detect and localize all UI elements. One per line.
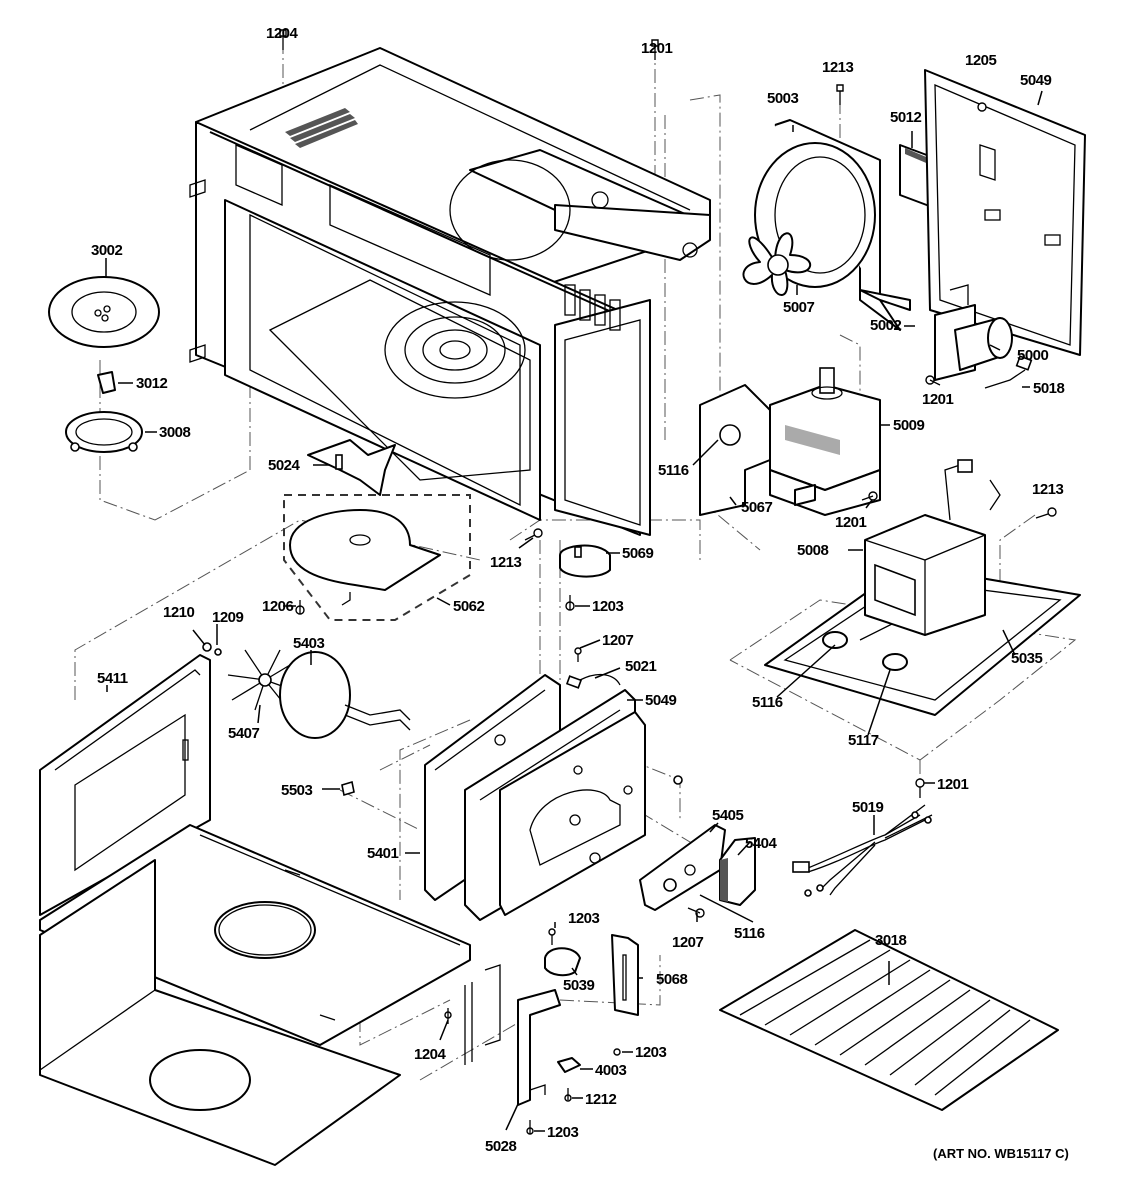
part-label-5404: 5404 bbox=[745, 835, 778, 852]
roller-ring bbox=[65, 411, 143, 453]
part-label-1205: 1205 bbox=[965, 52, 997, 69]
rear-panel bbox=[924, 69, 1086, 356]
convection-housing bbox=[464, 689, 683, 921]
stirrer-cover-outline bbox=[283, 494, 471, 621]
part-label-1203-mid: 1203 bbox=[635, 1044, 667, 1061]
bottom-cover bbox=[39, 859, 401, 1166]
diode bbox=[984, 355, 1033, 389]
part-label-5068: 5068 bbox=[656, 971, 688, 988]
part-label-1213-right: 1213 bbox=[1032, 481, 1064, 498]
trim-strips bbox=[464, 964, 501, 1065]
part-label-3018: 3018 bbox=[875, 932, 907, 949]
capacitor bbox=[954, 317, 1013, 371]
part-label-1213-top: 1213 bbox=[822, 59, 854, 76]
part-label-5012: 5012 bbox=[890, 109, 922, 126]
part-labels: 1204 1201 1213 1205 5049 5003 5012 5007 5002 5000… bbox=[91, 25, 1065, 1155]
clip bbox=[341, 780, 355, 797]
oven-rack bbox=[719, 929, 1059, 1111]
part-label-1207-top: 1207 bbox=[602, 632, 634, 649]
part-label-5049-mid: 5049 bbox=[645, 692, 677, 709]
part-label-5067: 5067 bbox=[741, 499, 773, 516]
part-label-5018: 5018 bbox=[1033, 380, 1065, 397]
convection-motor bbox=[719, 837, 756, 906]
part-label-5007: 5007 bbox=[783, 299, 815, 316]
turntable-tray bbox=[48, 276, 160, 348]
bottom-bracket bbox=[517, 989, 561, 1106]
screw-magnetron bbox=[861, 491, 878, 501]
part-label-5503: 5503 bbox=[281, 782, 313, 799]
part-label-3002: 3002 bbox=[91, 242, 123, 259]
stirrer-cover bbox=[289, 509, 441, 606]
fan-blade bbox=[742, 232, 811, 296]
part-label-5401: 5401 bbox=[367, 845, 399, 862]
part-label-1204-top: 1204 bbox=[266, 25, 299, 42]
nut-washer bbox=[202, 642, 222, 656]
convection-heater bbox=[279, 651, 411, 739]
part-label-5000: 5000 bbox=[1017, 347, 1049, 364]
part-label-5407: 5407 bbox=[228, 725, 260, 742]
part-label-5116-conv: 5116 bbox=[734, 925, 765, 942]
part-label-1210: 1210 bbox=[163, 604, 195, 621]
transformer bbox=[864, 459, 1001, 636]
screw-1207-bottom bbox=[687, 907, 705, 918]
screws-stirrer bbox=[295, 528, 543, 615]
part-label-5002: 5002 bbox=[870, 317, 902, 334]
part-label-5035: 5035 bbox=[1011, 650, 1043, 667]
part-label-5009: 5009 bbox=[893, 417, 925, 434]
part-label-1207-bottom: 1207 bbox=[672, 934, 704, 951]
part-label-5019: 5019 bbox=[852, 799, 884, 816]
fan-shroud bbox=[754, 119, 911, 331]
part-label-5028: 5028 bbox=[485, 1138, 517, 1155]
part-label-5003: 5003 bbox=[767, 90, 799, 107]
part-label-1201-top: 1201 bbox=[641, 40, 673, 57]
part-label-5117: 5117 bbox=[848, 732, 879, 749]
part-label-1206: 1206 bbox=[262, 598, 294, 615]
screws-lower bbox=[444, 1008, 621, 1135]
part-label-1209: 1209 bbox=[212, 609, 244, 626]
damper-motor bbox=[544, 928, 581, 977]
part-label-1201-base: 1201 bbox=[937, 776, 969, 793]
part-label-5049-top: 5049 bbox=[1020, 72, 1052, 89]
part-label-1204-bottom: 1204 bbox=[414, 1046, 447, 1063]
stirrer bbox=[307, 439, 396, 496]
part-label-5008: 5008 bbox=[797, 542, 829, 559]
thermostats-base bbox=[822, 631, 908, 671]
wire-harness bbox=[792, 804, 933, 897]
turntable-coupler bbox=[97, 371, 116, 394]
part-label-5024: 5024 bbox=[268, 457, 301, 474]
screws-misc-top bbox=[279, 29, 941, 386]
part-label-1201-mag: 1201 bbox=[835, 514, 867, 531]
part-label-5405: 5405 bbox=[712, 807, 744, 824]
part-label-5403: 5403 bbox=[293, 635, 325, 652]
leader-lines bbox=[105, 90, 1043, 1132]
part-label-1201-cap: 1201 bbox=[922, 391, 954, 408]
side-panel bbox=[39, 654, 211, 916]
part-label-5021: 5021 bbox=[625, 658, 657, 675]
part-label-3012: 3012 bbox=[136, 375, 168, 392]
convection-bracket bbox=[639, 824, 726, 911]
part-label-1203-bottom: 1203 bbox=[547, 1124, 579, 1141]
part-label-3008: 3008 bbox=[159, 424, 191, 441]
part-label-5039: 5039 bbox=[563, 977, 595, 994]
oven-cavity-chassis bbox=[189, 47, 711, 536]
part-label-1213-mid: 1213 bbox=[490, 554, 522, 571]
turntable-motor bbox=[559, 544, 611, 611]
part-label-1203-upper: 1203 bbox=[568, 910, 600, 927]
part-label-5069: 5069 bbox=[622, 545, 654, 562]
cover-5068 bbox=[611, 934, 639, 1016]
magnetron bbox=[769, 367, 881, 516]
part-label-5411: 5411 bbox=[97, 670, 128, 687]
magnetron-bracket bbox=[699, 384, 771, 516]
part-label-5116-base: 5116 bbox=[752, 694, 783, 711]
thermistor bbox=[565, 647, 621, 689]
part-label-5116-mag: 5116 bbox=[658, 462, 689, 479]
art-number: (ART NO. WB15117 C) bbox=[933, 1146, 1069, 1161]
part-label-1203-motor: 1203 bbox=[592, 598, 624, 615]
part-label-5062: 5062 bbox=[453, 598, 485, 615]
part-label-4003: 4003 bbox=[595, 1062, 627, 1079]
switch bbox=[557, 1057, 581, 1102]
part-label-1212: 1212 bbox=[585, 1091, 617, 1108]
